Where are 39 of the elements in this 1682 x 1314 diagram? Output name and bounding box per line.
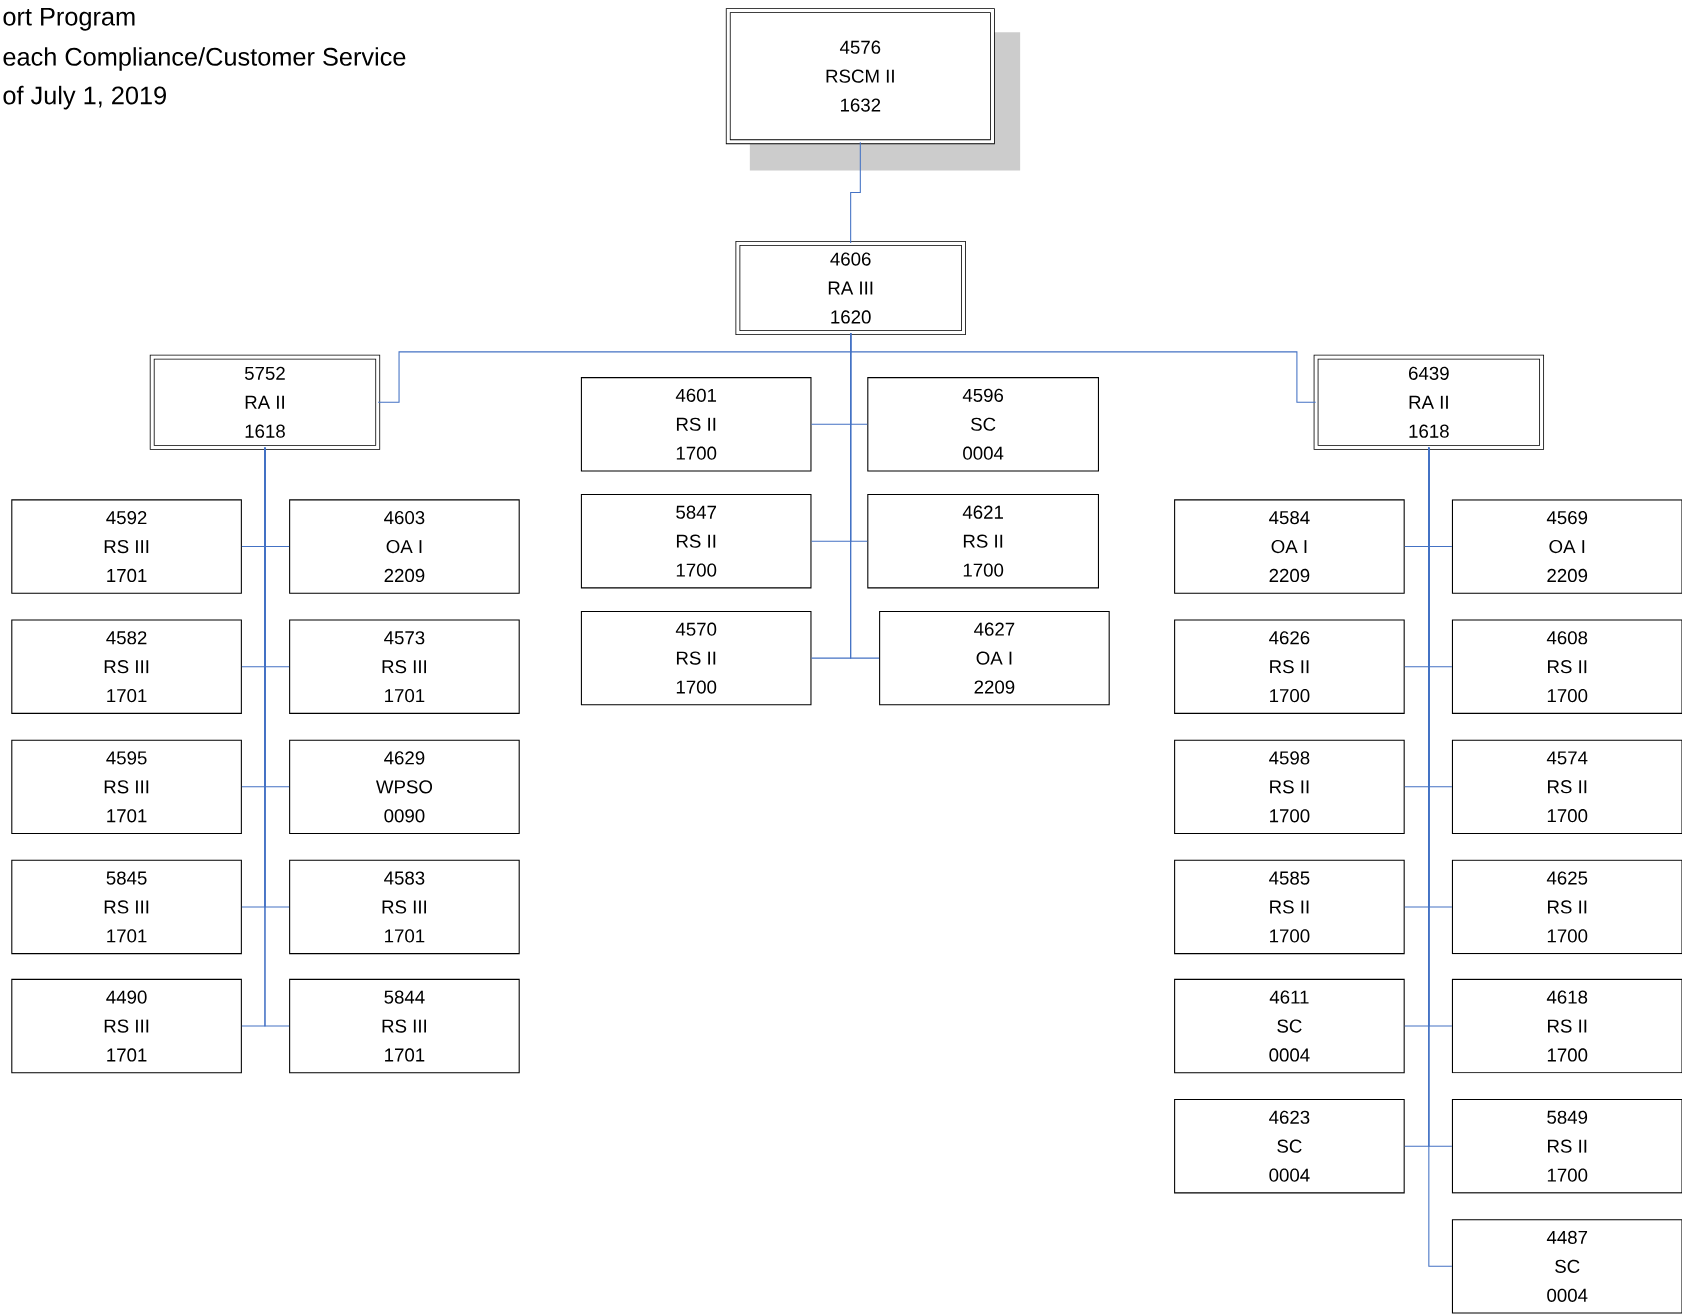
position-box: 4611 SC 0004 bbox=[1174, 978, 1405, 1074]
position-box: 4603 OA I 2209 bbox=[289, 499, 520, 594]
position-box: 5849 RS II 1700 bbox=[1451, 1098, 1682, 1194]
title-line: ort Program bbox=[3, 7, 135, 31]
position-box: 4487 SC 0004 bbox=[1451, 1219, 1682, 1314]
position-box: 4574 RS II 1700 bbox=[1451, 739, 1682, 834]
connector-line bbox=[264, 447, 290, 1027]
position-box: 4629 WPSO 0090 bbox=[289, 739, 520, 834]
position-box: 5752 RA II 1618 bbox=[149, 354, 381, 450]
position-box: 4595 RS III 1701 bbox=[11, 739, 242, 834]
position-box: 4585 RS II 1700 bbox=[1174, 859, 1405, 955]
position-box: 6439 RA II 1618 bbox=[1313, 354, 1544, 450]
position-box: 5845 RS III 1701 bbox=[11, 859, 242, 955]
connector-line bbox=[850, 141, 861, 244]
position-box: 5847 RS II 1700 bbox=[580, 493, 812, 589]
position-box: 4584 OA I 2209 bbox=[1174, 499, 1405, 594]
position-box: 4598 RS II 1700 bbox=[1174, 739, 1405, 834]
position-box: 4490 RS III 1701 bbox=[11, 978, 242, 1074]
position-box: 4601 RS II 1700 bbox=[580, 377, 812, 472]
position-box: 4569 OA I 2209 bbox=[1451, 499, 1682, 594]
position-box: 4570 RS II 1700 bbox=[580, 610, 812, 706]
position-box: 4573 RS III 1701 bbox=[289, 619, 520, 714]
position-box: 4625 RS II 1700 bbox=[1451, 859, 1682, 955]
connector-line bbox=[850, 332, 880, 659]
position-box: 4608 RS II 1700 bbox=[1451, 619, 1682, 714]
position-box: 4606 RA III 1620 bbox=[735, 240, 966, 336]
position-box: 4623 SC 0004 bbox=[1174, 1098, 1405, 1194]
position-box: 4618 RS II 1700 bbox=[1451, 978, 1682, 1074]
position-box: 5844 RS III 1701 bbox=[289, 978, 520, 1074]
position-box: 4583 RS III 1701 bbox=[289, 859, 520, 955]
position-box: 4596 SC 0004 bbox=[867, 377, 1099, 472]
title-line: of July 1, 2019 bbox=[3, 85, 166, 110]
position-box: 4626 RS II 1700 bbox=[1174, 619, 1405, 714]
position-box: 4576 RSCM II 1632 bbox=[725, 8, 995, 145]
title-line: each Compliance/Customer Service bbox=[3, 47, 406, 71]
position-box: 4592 RS III 1701 bbox=[11, 499, 242, 594]
position-box: 4621 RS II 1700 bbox=[867, 493, 1099, 589]
position-box: 4582 RS III 1701 bbox=[11, 619, 242, 714]
position-box: 4627 OA I 2209 bbox=[879, 610, 1110, 706]
